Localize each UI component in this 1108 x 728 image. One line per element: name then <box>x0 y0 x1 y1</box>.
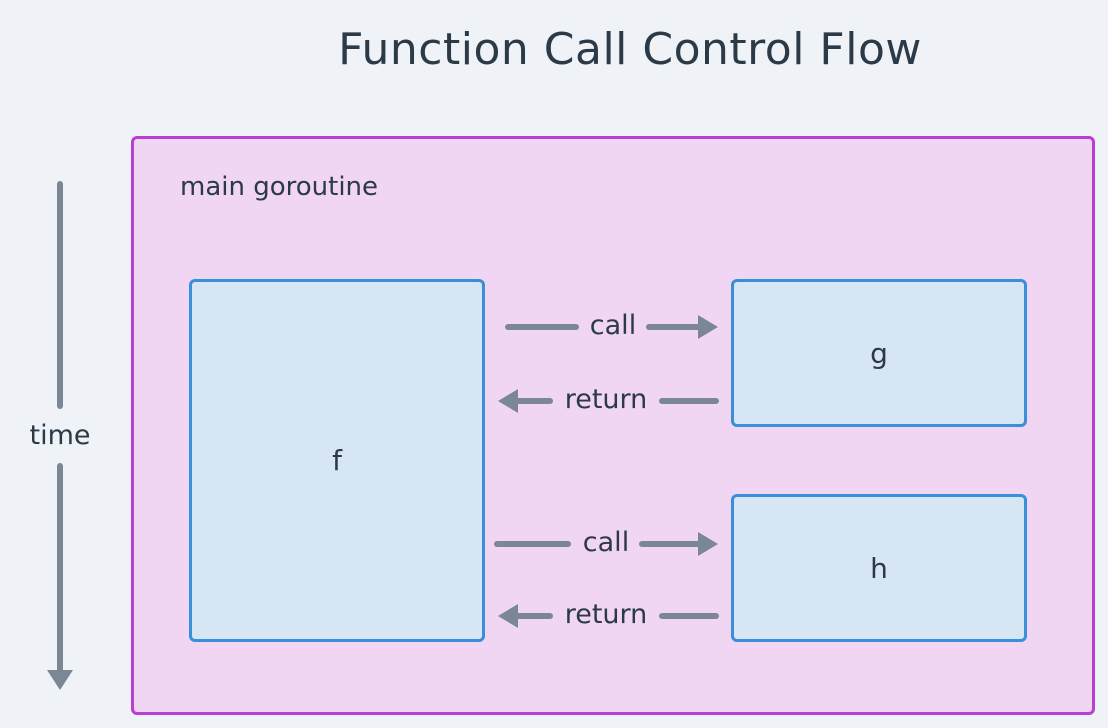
return-g-label: return <box>564 384 648 415</box>
goroutine-label: main goroutine <box>180 172 379 202</box>
call-h-label: call <box>582 527 630 558</box>
call-h-arrowhead <box>698 532 718 556</box>
return-g-arrowhead <box>498 389 518 413</box>
function-g-box: g <box>731 279 1027 427</box>
function-f-label: f <box>332 444 342 477</box>
diagram-title: Function Call Control Flow <box>338 24 922 75</box>
call-g-label: call <box>589 310 637 341</box>
time-axis-arrowhead <box>47 670 73 690</box>
function-h-box: h <box>731 494 1027 642</box>
function-h-label: h <box>870 551 888 585</box>
time-axis-label: time <box>29 420 91 451</box>
call-g-arrowhead <box>698 315 718 339</box>
return-h-label: return <box>564 599 648 630</box>
function-g-label: g <box>870 336 888 370</box>
function-f-box: f <box>189 279 485 642</box>
return-h-arrowhead <box>498 604 518 628</box>
